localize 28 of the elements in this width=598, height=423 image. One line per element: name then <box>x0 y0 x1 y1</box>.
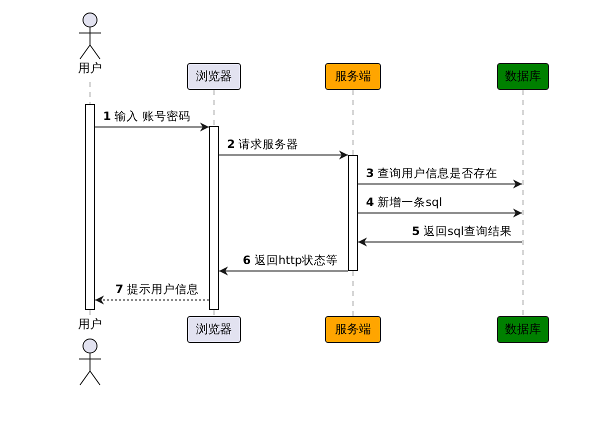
message-arrow <box>358 238 522 246</box>
lifeline <box>352 270 354 316</box>
participant-box: 浏览器 <box>187 63 241 90</box>
message-arrow <box>94 122 210 132</box>
actor-label: 用户 <box>78 60 102 76</box>
message-arrow <box>94 296 210 304</box>
participant-box: 数据库 <box>497 316 549 343</box>
message-label: 5 返回sql查询结果 <box>410 224 513 238</box>
message-label: 3 查询用户信息是否存在 <box>365 166 499 180</box>
message-label: 2 请求服务器 <box>226 137 300 151</box>
lifeline <box>522 90 524 316</box>
message-label: 6 返回http状态等 <box>242 253 339 267</box>
message-arrow <box>358 208 522 218</box>
participant-box: 服务端 <box>325 63 381 90</box>
participant-box: 浏览器 <box>187 316 241 343</box>
activation-bar <box>348 155 358 271</box>
message-arrow <box>358 180 522 188</box>
message-arrow <box>218 150 348 160</box>
lifeline <box>352 90 354 156</box>
actor-label: 用户 <box>78 316 102 332</box>
participant-box: 服务端 <box>325 316 381 343</box>
participant-box: 数据库 <box>497 63 549 90</box>
message-arrow <box>218 266 348 276</box>
activation-bar <box>85 104 95 310</box>
message-label: 7 提示用户信息 <box>114 282 200 296</box>
message-label: 4 新增一条sql <box>365 195 444 209</box>
activation-bar <box>209 126 219 310</box>
message-label: 1 输入 账号密码 <box>102 109 192 123</box>
